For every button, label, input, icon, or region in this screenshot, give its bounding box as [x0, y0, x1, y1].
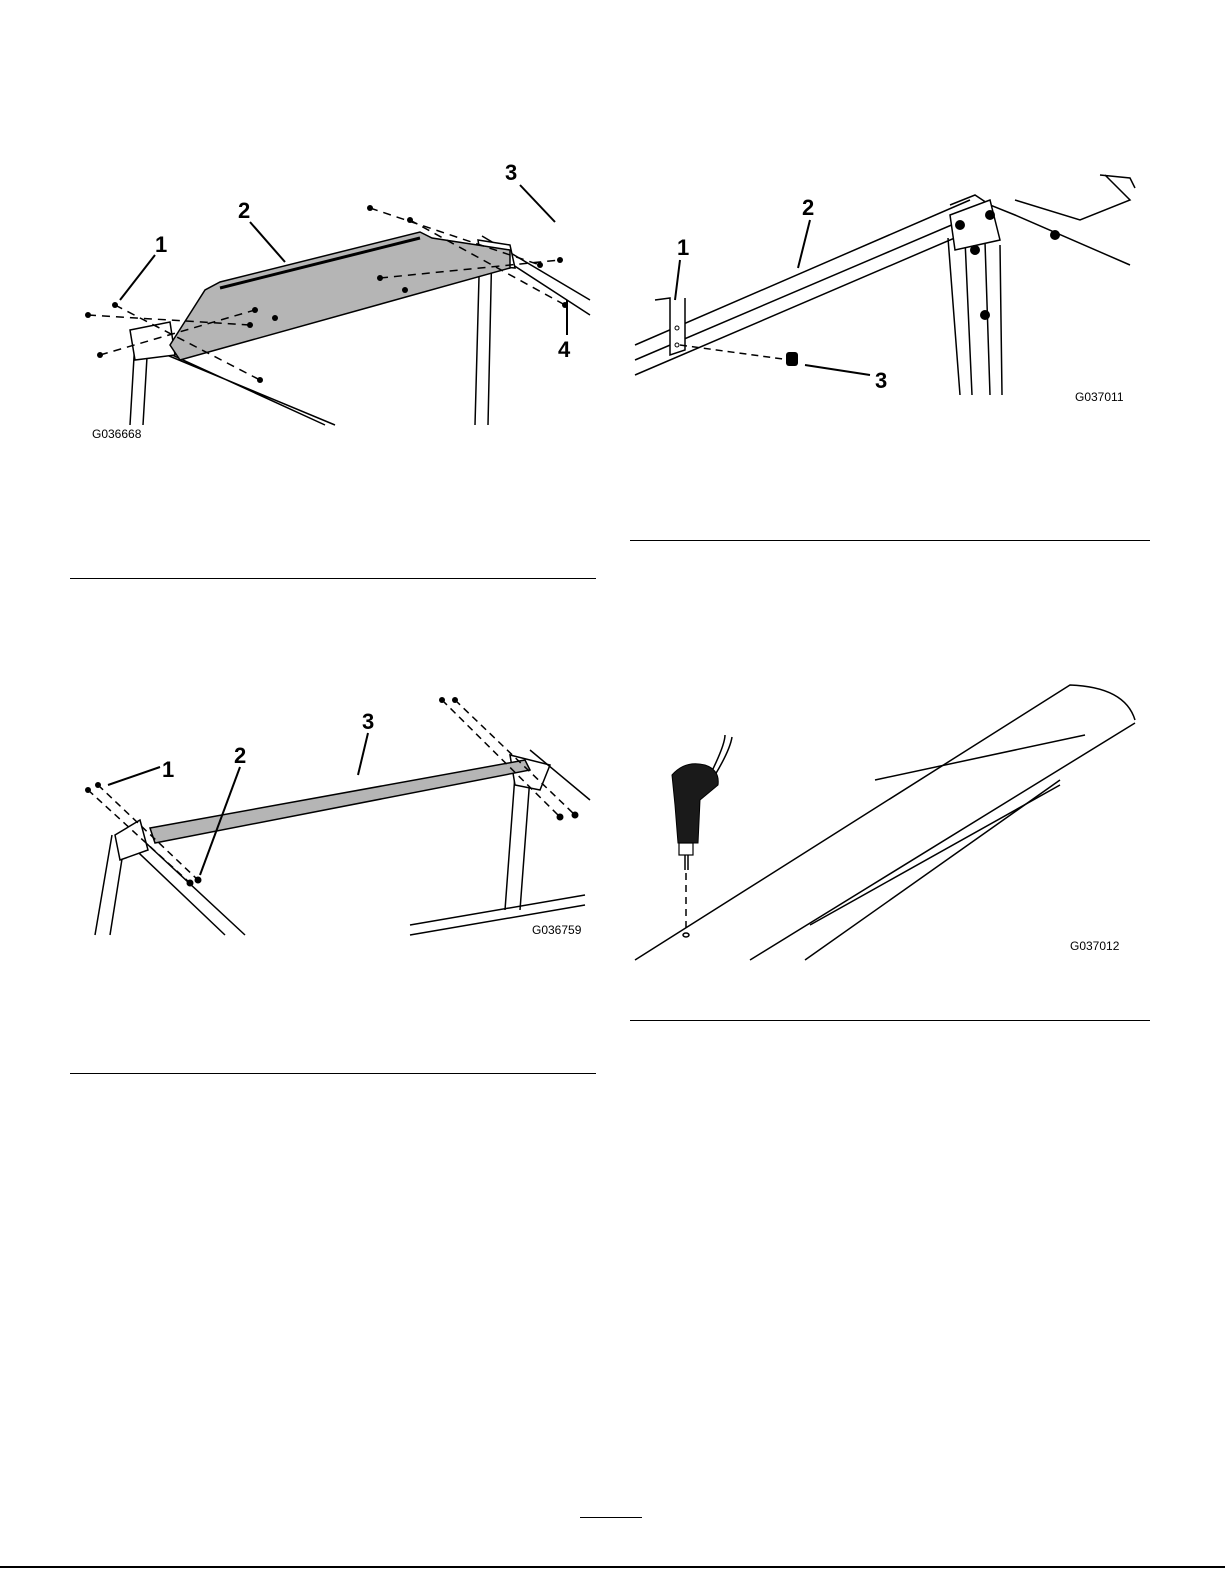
- figure-id: G037011: [1075, 390, 1124, 404]
- figure-g036668: 1 2 3 4 G036668: [70, 150, 600, 450]
- hardware-lines: [88, 700, 575, 883]
- callout-3: 3: [875, 368, 887, 393]
- callout-3: 3: [505, 160, 517, 185]
- drill-hole: [683, 933, 689, 937]
- callout-2: 2: [234, 743, 246, 768]
- panel-edge-top: [635, 685, 1135, 960]
- left-bracket: [655, 298, 685, 355]
- callout-1: 1: [162, 757, 174, 782]
- upper-bracket: [1015, 175, 1130, 220]
- panel-edge-inner: [750, 723, 1135, 960]
- callout-2: 2: [238, 198, 250, 223]
- right-post-a: [948, 238, 972, 395]
- left-bracket: [130, 322, 175, 360]
- handle: [1100, 175, 1135, 188]
- callout-4: 4: [558, 337, 571, 362]
- hardware-line: [680, 345, 790, 360]
- drill-chuck: [679, 843, 693, 855]
- divider: [630, 540, 1150, 541]
- figure-g037012: G037012: [630, 675, 1140, 965]
- figure-g036759-drawing: 1 2 3 G036759: [70, 695, 600, 945]
- divider: [70, 578, 596, 579]
- figure-g036759: 1 2 3 G036759: [70, 695, 600, 945]
- panel-crease-2: [810, 785, 1060, 925]
- page-footer-rule: [0, 1566, 1225, 1568]
- callout-1: 1: [677, 235, 689, 260]
- bolt: [786, 352, 798, 366]
- figure-g036668-drawing: 1 2 3 4 G036668: [70, 150, 600, 450]
- callout-2: 2: [802, 195, 814, 220]
- beam: [635, 200, 978, 375]
- figure-g037011: 1 2 3 G037011: [630, 160, 1140, 410]
- beam: [150, 760, 530, 843]
- figure-g037011-drawing: 1 2 3 G037011: [630, 160, 1140, 410]
- callout-1: 1: [155, 232, 167, 257]
- divider: [70, 1073, 596, 1074]
- figure-id: G036759: [532, 923, 582, 937]
- figure-id: G037012: [1070, 939, 1120, 953]
- right-post: [505, 775, 530, 910]
- page-number-rule: [580, 1517, 642, 1518]
- figure-g037012-drawing: G037012: [630, 675, 1140, 965]
- callout-3: 3: [362, 709, 374, 734]
- roof-brace: [170, 232, 510, 360]
- divider: [630, 1020, 1150, 1021]
- drill-icon: [672, 764, 718, 843]
- figure-id: G036668: [92, 427, 142, 441]
